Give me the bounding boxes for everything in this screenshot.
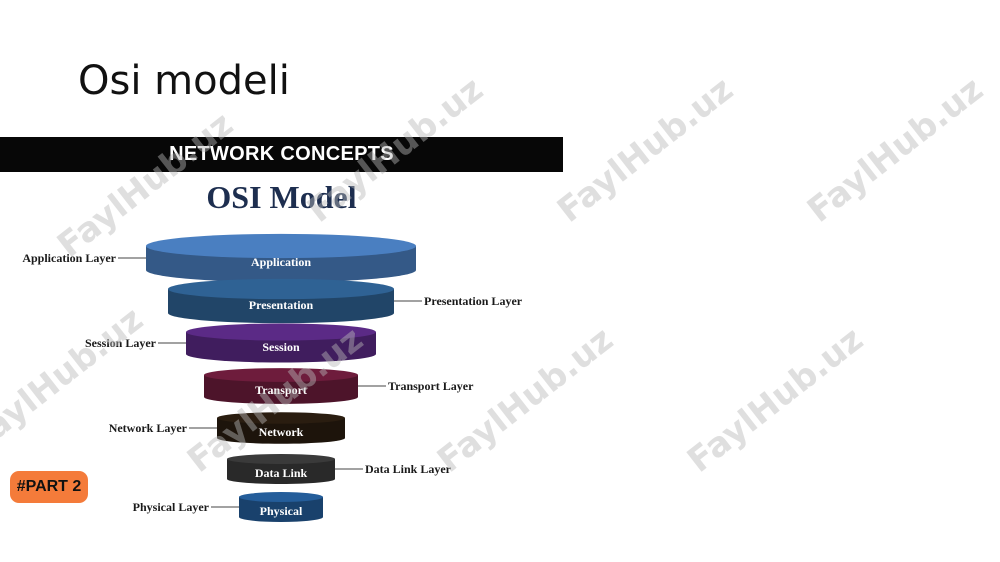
disc-top (227, 454, 335, 464)
osi-layer-disc: Presentation Presentation Layer (168, 278, 523, 324)
disc-body (227, 459, 335, 484)
layer-side-label: Transport Layer (388, 379, 474, 393)
layer-side-label: Application Layer (22, 251, 116, 265)
watermark: FaylHub.uz (800, 69, 991, 231)
disc-body (186, 332, 376, 363)
part-badge: #PART 2 (10, 471, 88, 503)
layer-side-label: Data Link Layer (365, 462, 452, 476)
watermark: FaylHub.uz (680, 319, 871, 481)
disc-body (217, 418, 345, 444)
watermark: FaylHub.uz (550, 69, 741, 231)
layer-name: Transport (255, 383, 307, 397)
layer-name: Data Link (255, 466, 308, 480)
osi-layer-disc: Transport Transport Layer (204, 368, 474, 404)
disc-top (239, 492, 323, 502)
layer-side-label: Network Layer (109, 421, 188, 435)
disc-body (204, 375, 358, 404)
network-concepts-banner: NETWORK CONCEPTS (0, 137, 563, 172)
layer-name: Application (251, 255, 311, 269)
osi-layer-disc: Network Network Layer (109, 412, 345, 444)
layer-name: Presentation (249, 298, 314, 312)
osi-layer-disc: Data Link Data Link Layer (227, 454, 452, 484)
disc-top (168, 278, 394, 300)
osi-model-title: OSI Model (206, 179, 357, 215)
layer-name: Session (262, 340, 300, 354)
disc-top (186, 323, 376, 341)
osi-layer-disc: Session Session Layer (85, 323, 376, 363)
disc-top (217, 412, 345, 424)
disc-top (146, 233, 416, 259)
osi-layer-disc: Physical Physical Layer (133, 492, 323, 522)
layer-name: Physical (260, 504, 303, 518)
layer-name: Network (259, 425, 304, 439)
disc-top (204, 368, 358, 382)
osi-funnel: Application Application LayerPresentation… (22, 233, 523, 522)
osi-layer-disc: Application Application Layer (22, 233, 416, 283)
layer-side-label: Presentation Layer (424, 294, 523, 308)
layer-side-label: Session Layer (85, 336, 157, 350)
layer-side-label: Physical Layer (133, 500, 210, 514)
disc-body (239, 497, 323, 522)
slide-title: Osi modeli (78, 58, 290, 104)
